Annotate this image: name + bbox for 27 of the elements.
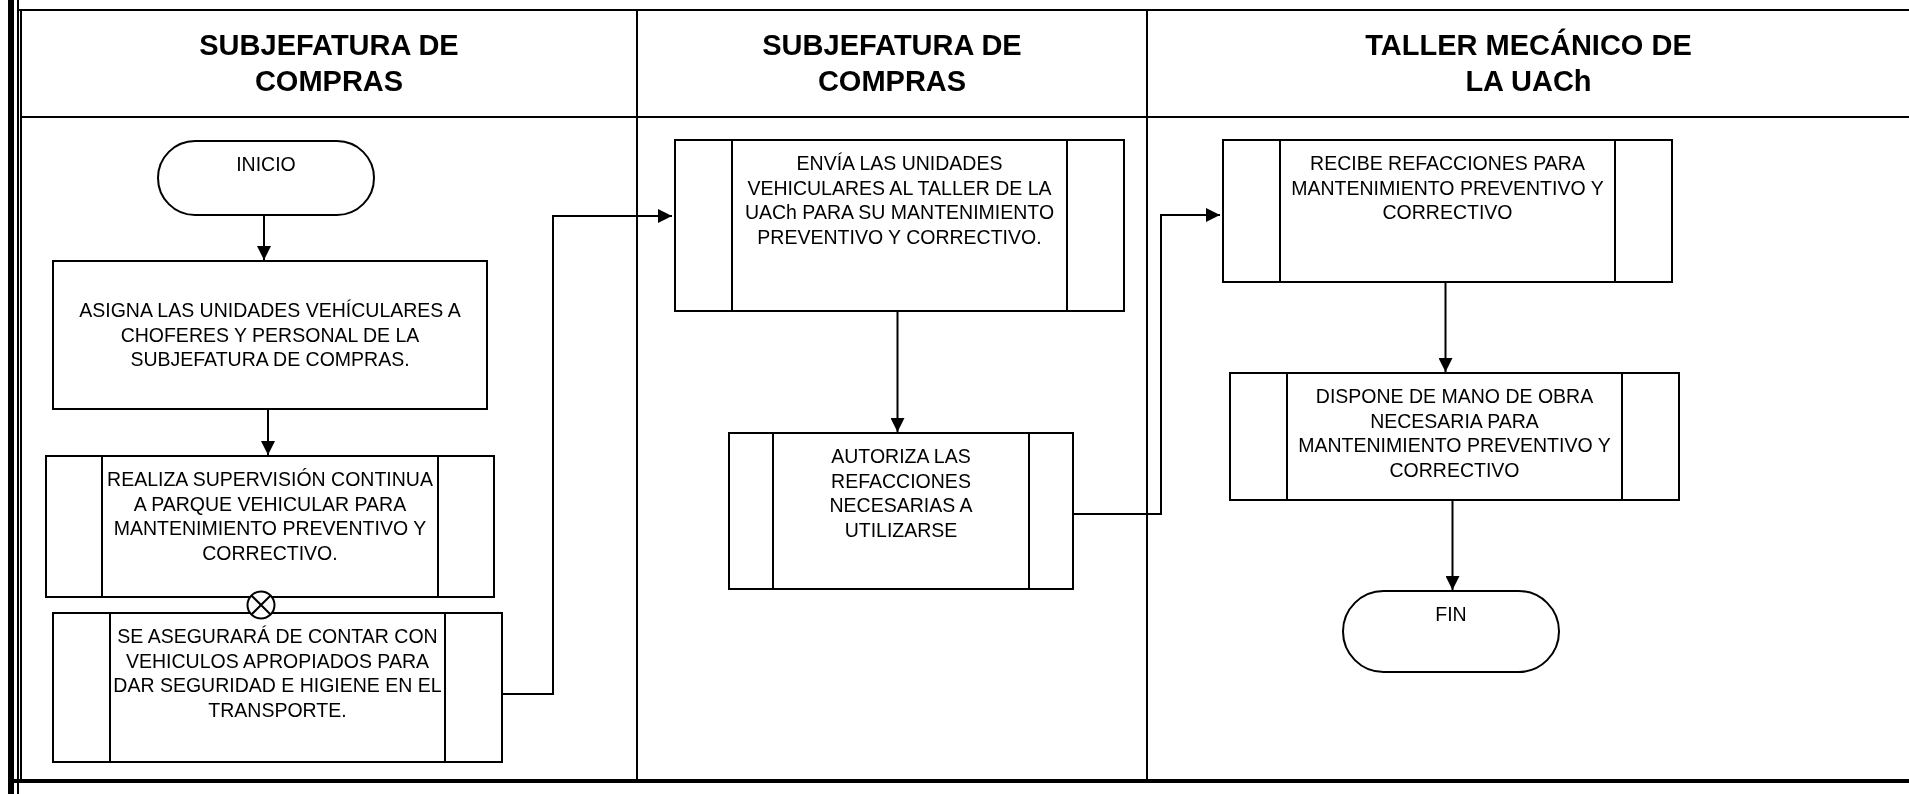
step-text: ENVÍA LAS UNIDADES VEHICULARES AL TALLER DE LA UACh PARA SU MANTENIMIENTO PREVENTIVO Y CORRECTIVO.: [743, 151, 1056, 249]
swimlane: [1146, 10, 1909, 780]
lane-header: TALLER MECÁNICO DE LA UACh: [1364, 27, 1693, 99]
predefined-process-box: [1229, 372, 1680, 501]
lane-header: SUBJEFATURA DE COMPRAS: [198, 27, 460, 99]
step-text: DISPONE DE MANO DE OBRA NECESARIA PARA MANTENIMIENTO PREVENTIVO Y CORRECTIVO: [1297, 384, 1612, 482]
swimlane: [20, 10, 636, 780]
arrow: [1445, 500, 1460, 591]
step-text: SE ASEGURARÁ DE CONTAR CON VEHICULOS APROPIADOS PARA DAR SEGURIDAD E HIGIENE EN EL TRANSPORTE.: [113, 624, 442, 722]
predefined-process-box: [1222, 139, 1673, 283]
arrow: [890, 311, 905, 433]
step-text: ASIGNA LAS UNIDADES VEHÍCULARES A CHOFERES Y PERSONAL DE LA SUBJEFATURA DE COMPRAS.: [78, 298, 462, 372]
arrow: [257, 215, 271, 261]
arrow: [261, 409, 275, 456]
step-text: REALIZA SUPERVISIÓN CONTINUA A PARQUE VEHICULAR PARA MANTENIMIENTO PREVENTIVO Y CORRECTIVO.: [106, 467, 434, 565]
predefined-process-box: [674, 139, 1125, 312]
step-text: AUTORIZA LAS REFACCIONES NECESARIAS A UTILIZARSE: [828, 444, 974, 542]
step-text: RECIBE REFACCIONES PARA MANTENIMIENTO PREVENTIVO Y CORRECTIVO: [1290, 151, 1605, 225]
predefined-process-box: [728, 432, 1074, 590]
step-text: INICIO: [235, 152, 297, 177]
swimlane: [636, 10, 1146, 780]
lane-header: SUBJEFATURA DE COMPRAS: [761, 27, 1023, 99]
process-box: [52, 260, 488, 410]
predefined-process-box: [52, 612, 503, 763]
step-text: FIN: [1434, 602, 1468, 627]
predefined-process-box: [45, 455, 495, 598]
arrow: [1438, 282, 1453, 373]
